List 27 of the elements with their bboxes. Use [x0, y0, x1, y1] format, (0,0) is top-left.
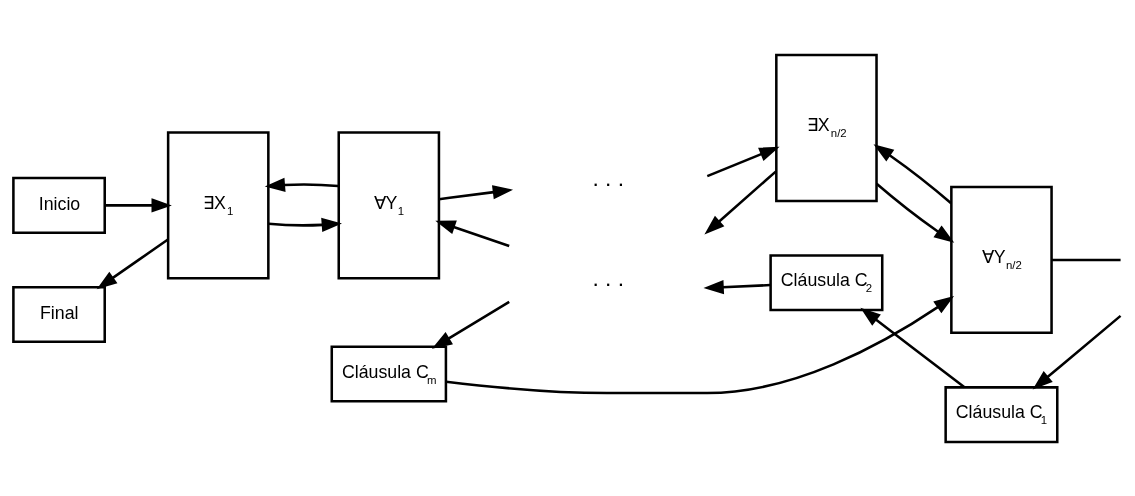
arrow — [706, 146, 780, 177]
node-box: ∃X$_{n/2}$ — [775, 53, 878, 202]
arrow — [264, 177, 339, 192]
arrow — [875, 182, 955, 243]
arrow — [96, 238, 169, 289]
arrow — [703, 279, 771, 294]
connector — [1051, 258, 1121, 261]
arrow — [435, 220, 510, 247]
arrow — [268, 217, 342, 232]
node-box: Cláusula C$_{1}$ — [944, 385, 1059, 443]
arrow — [438, 184, 514, 200]
node-box: ∀Y$_{n/2}$ — [950, 185, 1053, 334]
arrow — [860, 307, 966, 388]
node-box: Inicio — [12, 176, 106, 234]
arrow — [1032, 314, 1122, 390]
node-box: Cláusula C$_{m}$ — [330, 345, 448, 403]
node-box: Final — [12, 285, 106, 343]
node-box: ∃X$_{1}$ — [166, 130, 270, 280]
arrow — [446, 295, 955, 394]
label: . . . — [592, 264, 625, 291]
arrow — [104, 197, 172, 212]
node-box: Cláusula C$_{2}$ — [769, 253, 884, 311]
arrow — [431, 300, 510, 349]
arrow — [873, 143, 952, 204]
node-box: ∀Y$_{1}$ — [337, 130, 441, 280]
arrow — [704, 169, 777, 234]
label: . . . — [592, 164, 625, 191]
